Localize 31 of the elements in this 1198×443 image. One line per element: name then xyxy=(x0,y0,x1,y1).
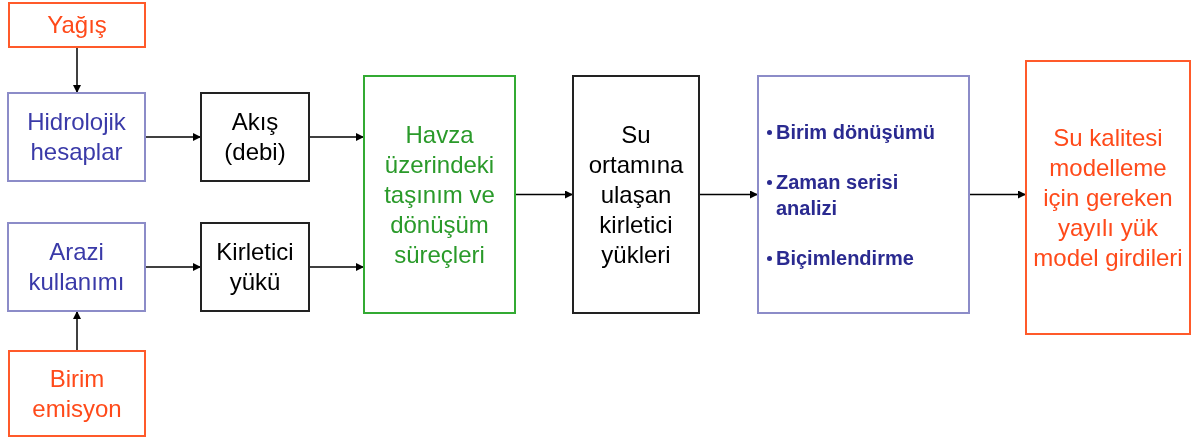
node-label: Akış (debi) xyxy=(223,107,287,167)
node-label: Su ortamına ulaşan kirletici yükleri xyxy=(587,119,685,270)
node-label: Hidrolojik hesaplar xyxy=(26,107,127,167)
process-box xyxy=(363,75,516,314)
process-box xyxy=(200,222,310,312)
node-label: Havza üzerindeki taşınım ve dönüşüm süreçleri xyxy=(383,119,496,270)
process-box xyxy=(8,350,146,437)
process-box xyxy=(8,2,146,48)
arrow xyxy=(515,190,573,199)
process-box xyxy=(200,92,310,182)
process-box xyxy=(7,222,146,312)
list-item: Birim dönüşümü xyxy=(776,119,935,145)
list-item: Zaman serisi analizi xyxy=(776,169,900,221)
bullet-list-box xyxy=(757,75,970,314)
node-label: Yağış xyxy=(47,10,107,40)
node-label: Kirletici yükü xyxy=(215,237,295,297)
list-item: Biçimlendirme xyxy=(776,245,914,271)
process-box xyxy=(572,75,700,314)
arrow xyxy=(73,311,81,351)
arrow xyxy=(699,190,758,199)
node-label: Birim emisyon xyxy=(31,363,123,424)
arrow xyxy=(309,263,364,271)
node-label: Su kalitesi modelleme için gereken yayılı yük model girdileri xyxy=(1032,122,1184,273)
process-box xyxy=(7,92,146,182)
node-label: Arazi kullanımı xyxy=(27,237,126,297)
arrow xyxy=(145,133,201,141)
arrow xyxy=(73,47,81,93)
arrow xyxy=(969,190,1026,199)
arrow xyxy=(145,263,201,271)
process-box xyxy=(1025,60,1191,335)
arrow xyxy=(309,133,364,141)
